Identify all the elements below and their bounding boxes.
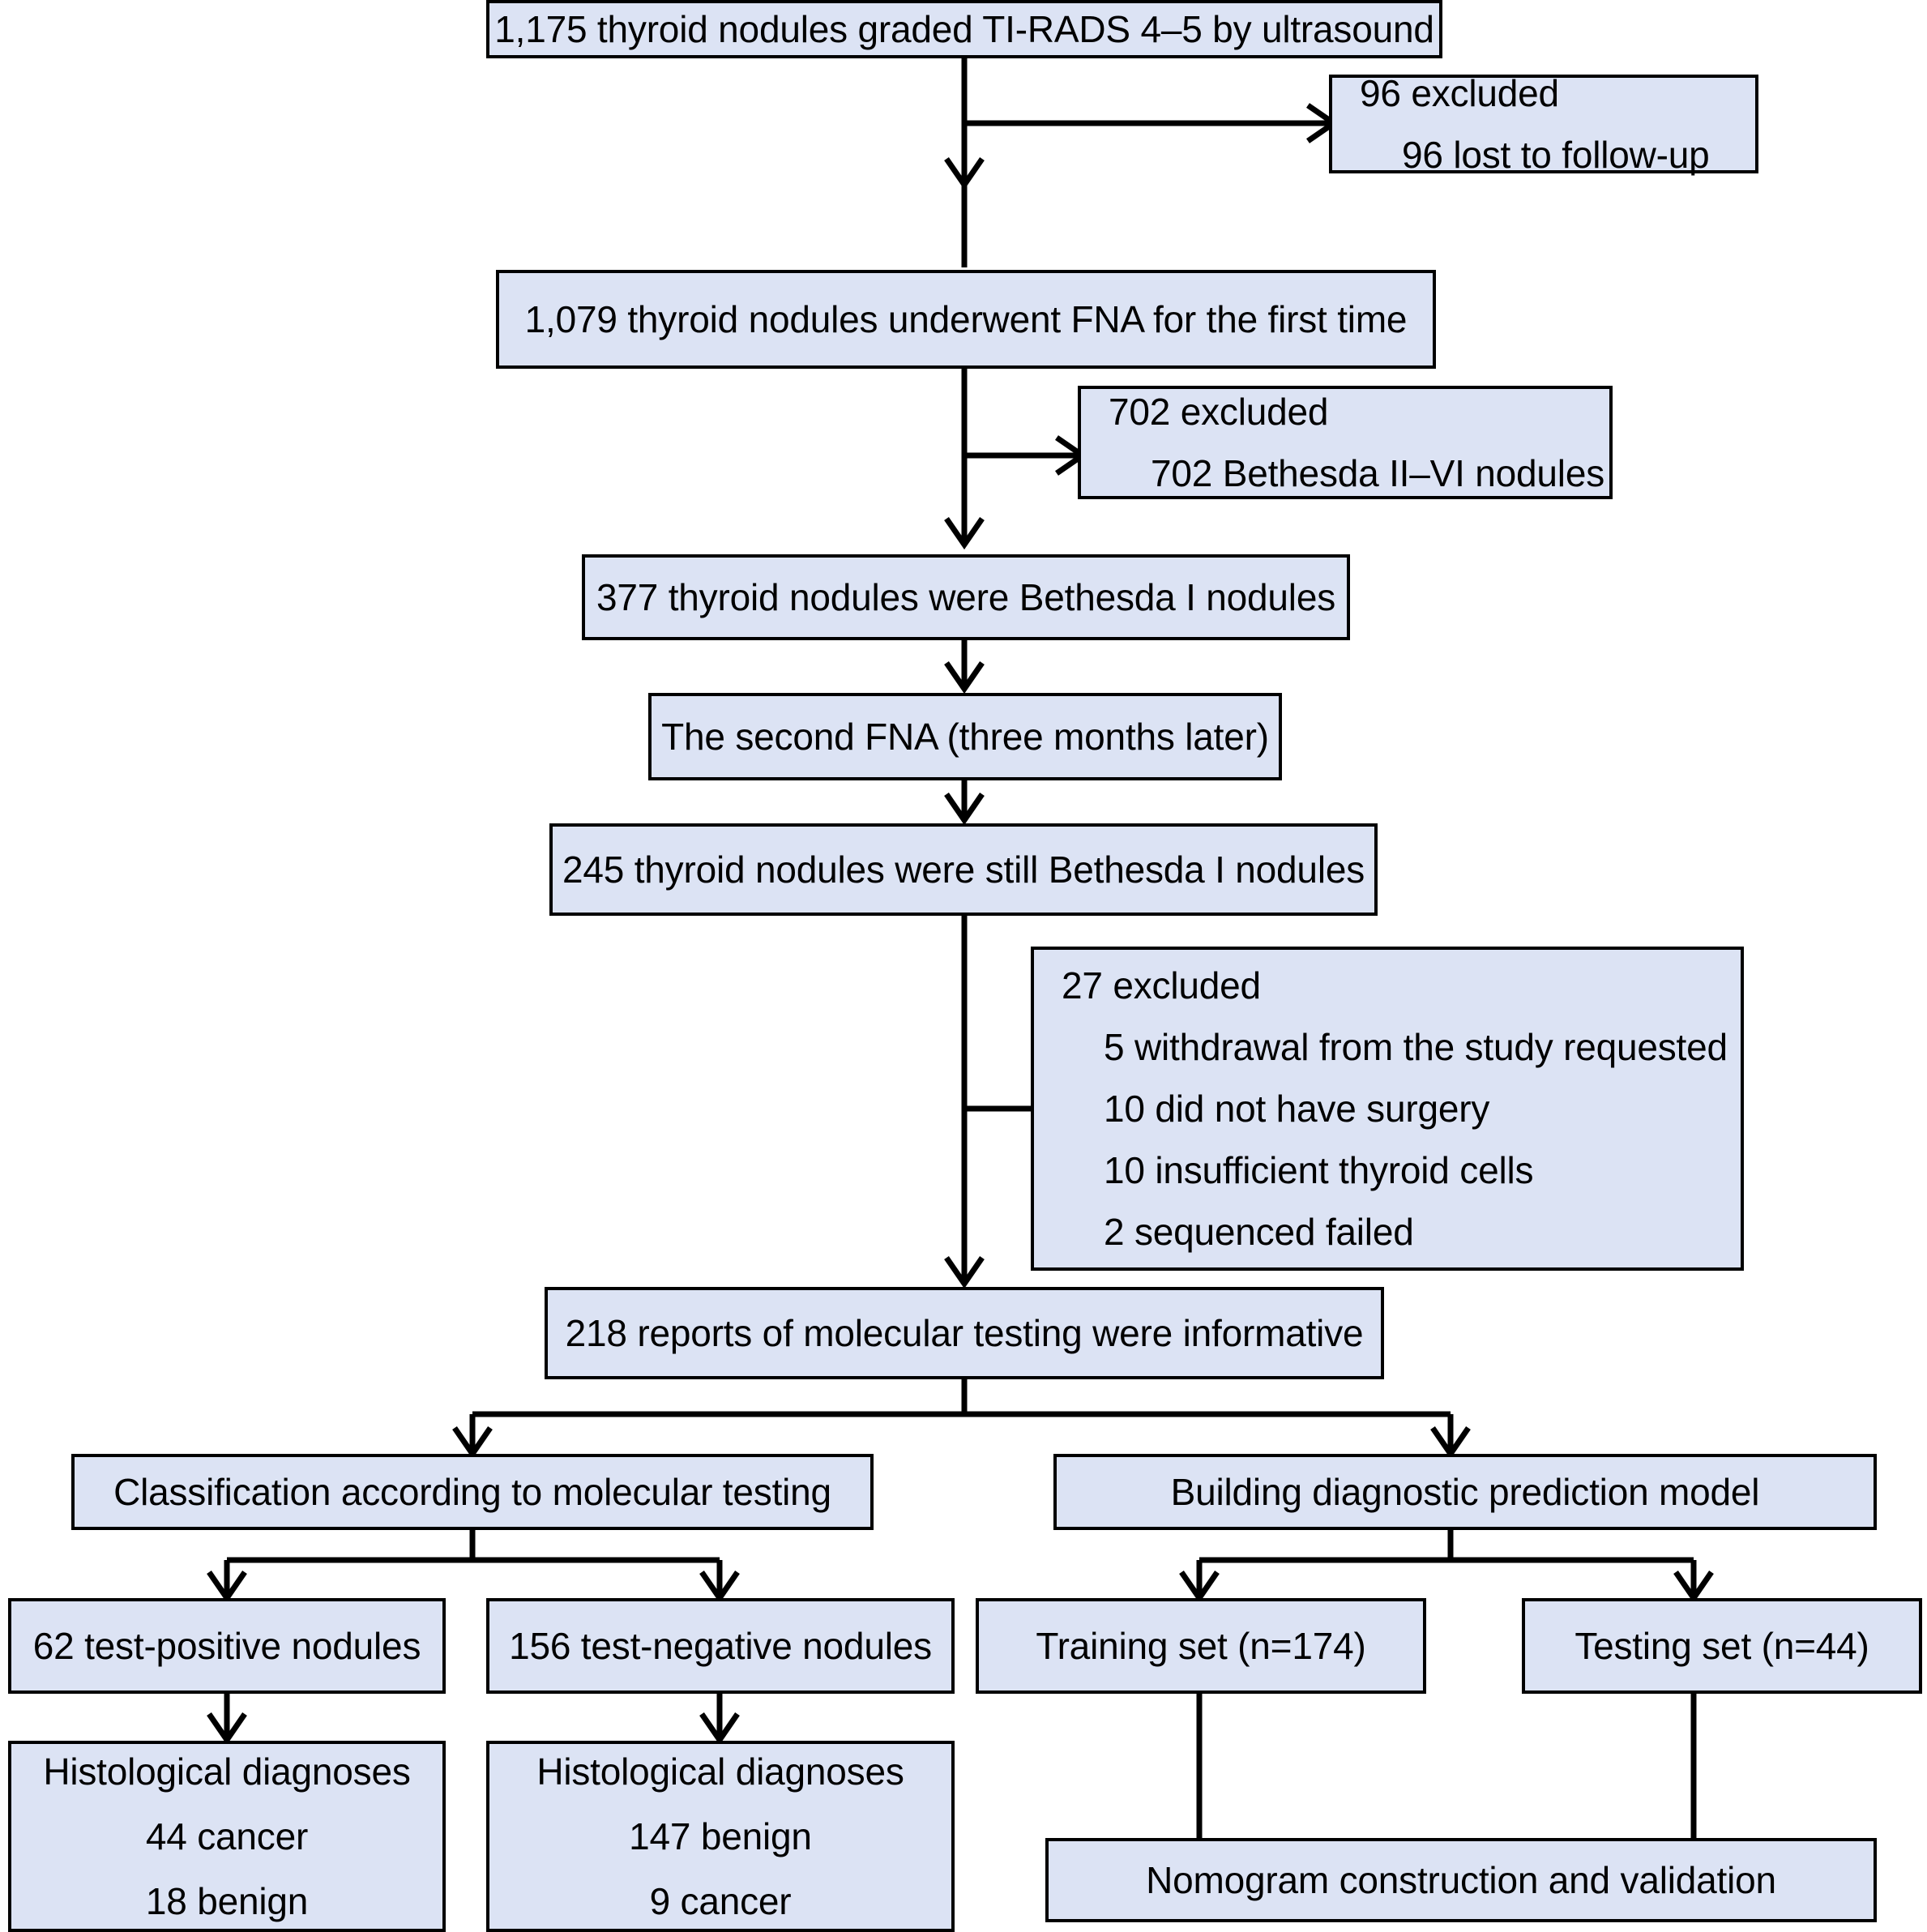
arrowhead-n9 <box>944 1256 985 1289</box>
node-test-negative[interactable]: 156 test-negative nodules <box>486 1598 955 1694</box>
node-excluded-702-head: 702 excluded <box>1109 391 1329 433</box>
node-second-fna-label: The second FNA (three months later) <box>661 716 1269 758</box>
node-screened[interactable]: 1,175 thyroid nodules graded TI-RADS 4–5… <box>486 0 1442 58</box>
node-excluded-96-head: 96 excluded <box>1360 72 1559 114</box>
arrowhead-n5 <box>944 517 985 550</box>
node-fna-first-label: 1,079 thyroid nodules underwent FNA for … <box>524 298 1408 340</box>
node-classification[interactable]: Classification according to molecular te… <box>71 1454 874 1530</box>
node-building-model[interactable]: Building diagnostic prediction model <box>1053 1454 1877 1530</box>
node-still-bethesda-i-label: 245 thyroid nodules were still Bethesda … <box>562 848 1365 891</box>
node-excluded-96[interactable]: 96 excluded 96 lost to follow-up <box>1329 75 1758 173</box>
node-testing-set-label: Testing set (n=44) <box>1574 1625 1869 1667</box>
node-excluded-27-detail-2: 10 insufficient thyroid cells <box>1104 1149 1534 1191</box>
node-test-positive-label: 62 test-positive nodules <box>32 1625 421 1667</box>
node-training-set[interactable]: Training set (n=174) <box>976 1598 1426 1694</box>
node-excluded-96-detail-0: 96 lost to follow-up <box>1402 134 1710 176</box>
node-histology-positive-line-1: 44 cancer <box>145 1815 309 1857</box>
node-excluded-27-detail-1: 10 did not have surgery <box>1104 1088 1490 1130</box>
node-histology-positive-line-2: 18 benign <box>145 1880 309 1922</box>
node-informative-label: 218 reports of molecular testing were in… <box>565 1312 1364 1354</box>
node-bethesda-i-label: 377 thyroid nodules were Bethesda I nodu… <box>596 576 1336 618</box>
node-excluded-27-detail-3: 2 sequenced failed <box>1104 1211 1414 1253</box>
arrowhead-n15 <box>1673 1571 1714 1604</box>
node-excluded-702-detail-0: 702 Bethesda II–VI nodules <box>1151 452 1605 494</box>
node-classification-label: Classification according to molecular te… <box>113 1471 831 1513</box>
arrowhead-n7 <box>944 793 985 826</box>
node-second-fna[interactable]: The second FNA (three months later) <box>648 693 1282 780</box>
node-test-negative-label: 156 test-negative nodules <box>509 1625 932 1667</box>
node-excluded-27[interactable]: 27 excluded 5 withdrawal from the study … <box>1031 947 1744 1271</box>
node-histology-negative-line-1: 147 benign <box>629 1815 812 1857</box>
node-bethesda-i[interactable]: 377 thyroid nodules were Bethesda I nodu… <box>582 554 1350 640</box>
node-nomogram[interactable]: Nomogram construction and validation <box>1045 1838 1877 1922</box>
arrowhead-n13 <box>699 1571 740 1604</box>
node-histology-negative-line-0: Histological diagnoses <box>536 1750 904 1793</box>
node-histology-negative[interactable]: Histological diagnoses 147 benign 9 canc… <box>486 1741 955 1932</box>
arrowhead-n14 <box>1179 1571 1220 1604</box>
node-histology-positive[interactable]: Histological diagnoses 44 cancer 18 beni… <box>8 1741 446 1932</box>
node-screened-label: 1,175 thyroid nodules graded TI-RADS 4–5… <box>494 8 1434 50</box>
node-still-bethesda-i[interactable]: 245 thyroid nodules were still Bethesda … <box>549 823 1378 916</box>
node-training-set-label: Training set (n=174) <box>1036 1625 1366 1667</box>
arrowhead-n16 <box>207 1712 247 1746</box>
node-building-model-label: Building diagnostic prediction model <box>1170 1471 1760 1513</box>
node-excluded-27-head: 27 excluded <box>1062 964 1261 1007</box>
arrowhead-n3 <box>944 157 985 190</box>
node-nomogram-label: Nomogram construction and validation <box>1146 1859 1776 1901</box>
node-excluded-27-detail-0: 5 withdrawal from the study requested <box>1104 1026 1728 1068</box>
node-fna-first[interactable]: 1,079 thyroid nodules underwent FNA for … <box>496 270 1436 369</box>
node-excluded-702[interactable]: 702 excluded 702 Bethesda II–VI nodules <box>1078 386 1613 499</box>
node-histology-negative-line-2: 9 cancer <box>649 1880 792 1922</box>
arrowhead-n11 <box>1430 1426 1471 1460</box>
node-testing-set[interactable]: Testing set (n=44) <box>1522 1598 1922 1694</box>
node-informative[interactable]: 218 reports of molecular testing were in… <box>545 1287 1384 1379</box>
arrowhead-n10 <box>452 1426 493 1460</box>
arrowhead-n6 <box>944 661 985 695</box>
arrowhead-n12 <box>207 1571 247 1604</box>
node-test-positive[interactable]: 62 test-positive nodules <box>8 1598 446 1694</box>
node-histology-positive-line-0: Histological diagnoses <box>43 1750 411 1793</box>
arrowhead-n17 <box>699 1712 740 1746</box>
